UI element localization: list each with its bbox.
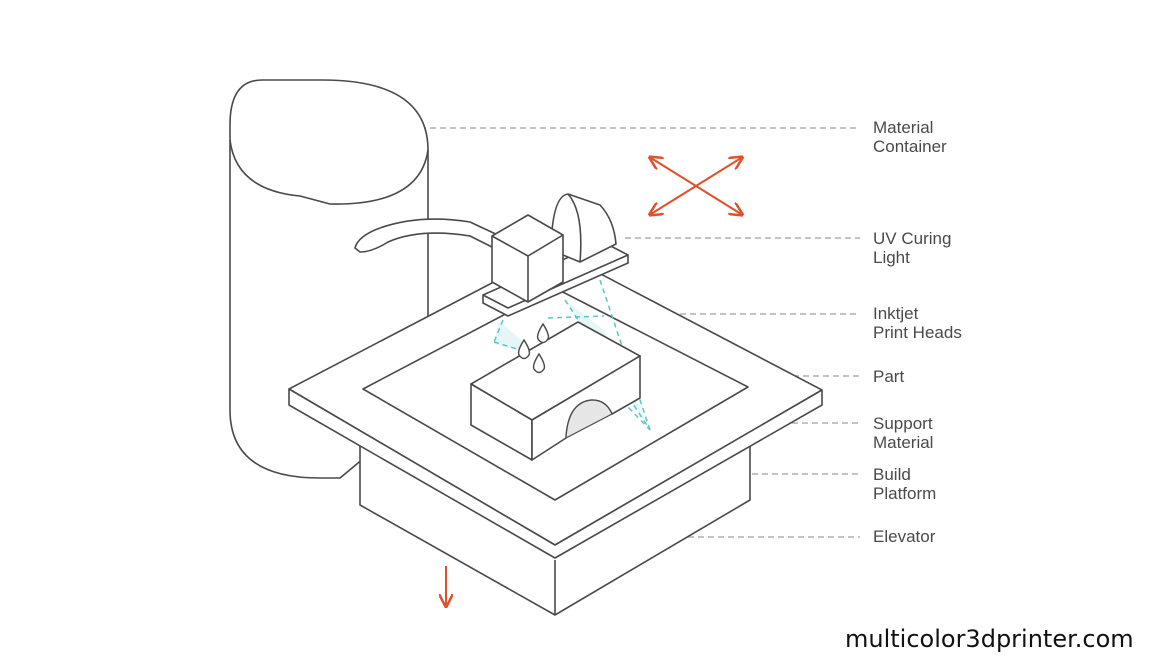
callout-inkjet-print-heads-line-2: Print Heads <box>873 323 962 342</box>
material-container-top-edge <box>229 139 429 205</box>
inkjet-print-head-box-edges <box>491 234 564 302</box>
droplet-icon <box>532 352 546 374</box>
callout-support-material: Support Material <box>873 414 1053 452</box>
callout-part-line-1: Part <box>873 367 905 386</box>
callout-support-material-line-1: Support <box>873 414 933 433</box>
build-platform-front-face <box>288 388 823 559</box>
build-platform-inner-tray <box>362 287 749 501</box>
material-droplets <box>517 322 550 374</box>
callout-inkjet-print-heads: Inktjet Print Heads <box>873 304 1053 342</box>
callout-uv-curing-light-line-2: Light <box>873 248 910 267</box>
callout-build-platform: Build Platform <box>873 465 1053 503</box>
callout-elevator-line-1: Elevator <box>873 527 936 546</box>
callout-uv-curing-light: UV Curing Light <box>873 229 1053 267</box>
part <box>470 321 641 461</box>
four-way-arrow-icon <box>651 158 741 214</box>
callout-build-platform-line-2: Platform <box>873 484 937 503</box>
callout-build-platform-line-1: Build <box>873 465 911 484</box>
callout-support-material-line-2: Material <box>873 433 934 452</box>
watermark: multicolor3dprinter.com <box>845 625 1134 653</box>
print-head-carriage-top <box>482 254 629 309</box>
callout-material-container: Material Container <box>873 118 1053 156</box>
uv-curing-light <box>550 193 617 263</box>
callout-material-container-line-1: Material <box>873 118 934 137</box>
callout-uv-curing-light-line-1: UV Curing <box>873 229 952 248</box>
droplet-icon <box>517 338 531 360</box>
uv-curing-light-edge <box>567 193 582 263</box>
droplet-icon <box>536 322 550 344</box>
callout-inkjet-print-heads-line-1: Inktjet <box>873 304 919 323</box>
callout-part: Part <box>873 367 1053 386</box>
support-material <box>565 399 613 440</box>
callout-elevator: Elevator <box>873 527 1053 546</box>
callout-material-container-line-2: Container <box>873 137 947 156</box>
